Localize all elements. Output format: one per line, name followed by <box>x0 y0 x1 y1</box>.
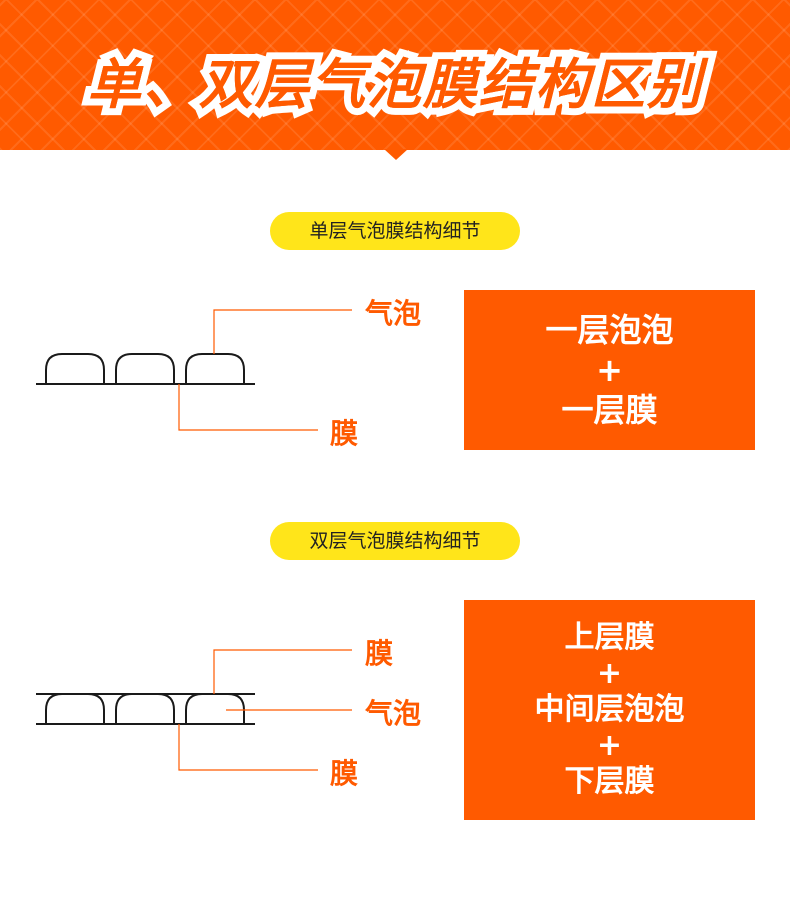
double-bottom-film-leader <box>178 724 318 771</box>
double-layer-pill: 双层气泡膜结构细节 <box>270 522 520 560</box>
double-box-line3: 下层膜 <box>564 764 655 799</box>
single-bubble-1 <box>45 353 105 384</box>
double-top-film-leader <box>213 649 352 694</box>
single-label-film: 膜 <box>330 417 359 450</box>
single-bubble-2 <box>115 353 175 384</box>
single-bubble-3 <box>185 353 245 384</box>
double-label-bubble: 气泡 <box>365 697 422 730</box>
single-summary-box: 一层泡泡 + 一层膜 <box>464 290 755 450</box>
double-box-plus1: + <box>596 656 623 691</box>
double-bubble-3 <box>185 693 245 724</box>
double-box-line2: 中间层泡泡 <box>534 692 685 727</box>
single-box-plus: + <box>596 351 623 389</box>
double-box-plus2: + <box>596 728 623 763</box>
double-summary-box: 上层膜 + 中间层泡泡 + 下层膜 <box>464 600 755 820</box>
double-label-bottom-film: 膜 <box>330 757 359 790</box>
header-banner <box>0 0 790 150</box>
single-film-leader <box>178 384 318 431</box>
single-box-line2: 一层膜 <box>561 391 658 429</box>
double-bubble-1 <box>45 693 105 724</box>
double-label-top-film: 膜 <box>365 637 394 670</box>
header-notch <box>384 149 408 160</box>
single-box-line1: 一层泡泡 <box>545 311 674 349</box>
single-bubble-leader <box>213 309 352 354</box>
double-bubble-2 <box>115 693 175 724</box>
page-title-outline: 单、双层气泡膜结构区别 <box>80 46 708 123</box>
single-label-bubble: 气泡 <box>365 297 422 330</box>
page-title: 单、双层气泡膜结构区别 <box>87 53 703 116</box>
single-layer-pill: 单层气泡膜结构细节 <box>270 212 520 250</box>
double-box-line1: 上层膜 <box>564 620 655 655</box>
